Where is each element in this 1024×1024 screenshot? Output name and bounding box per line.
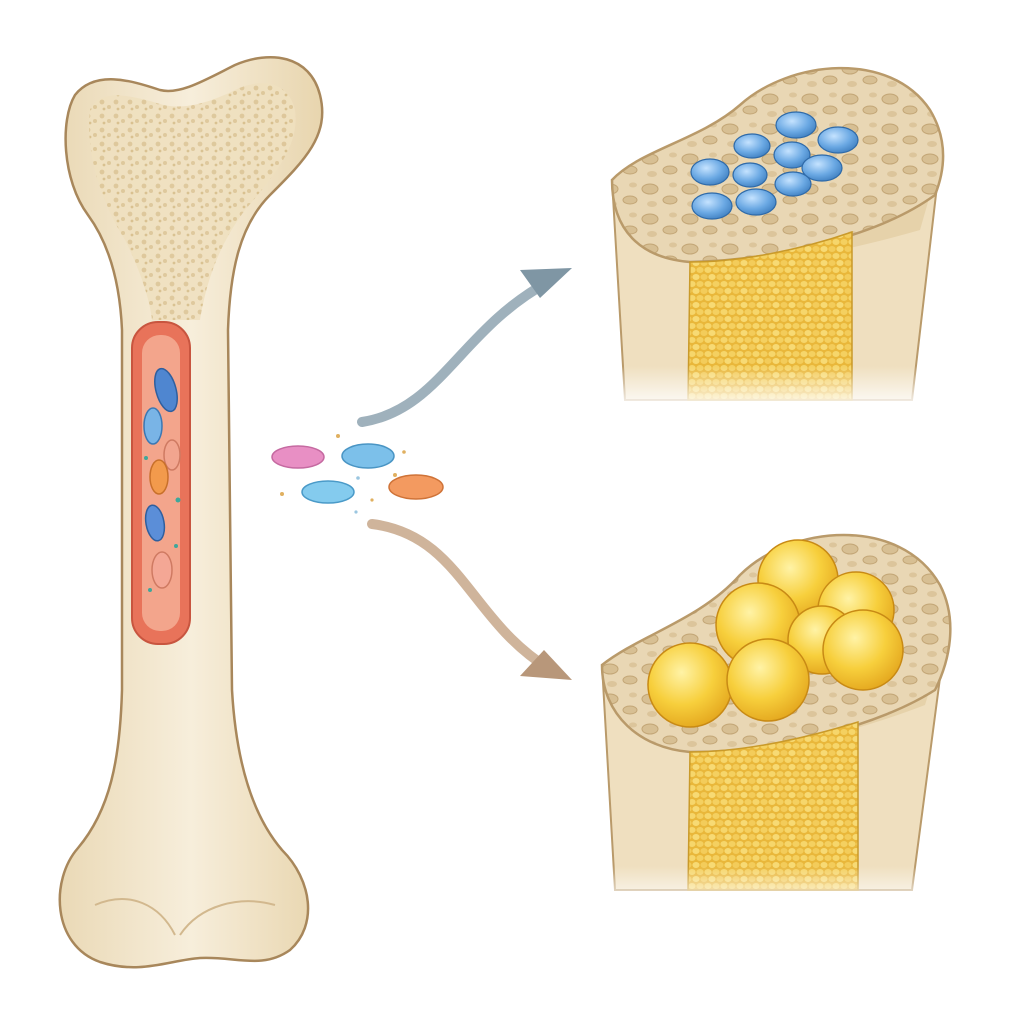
marrow-speck [144,456,148,460]
arrow-to-upper [357,268,572,427]
fat-cell [726,638,810,722]
stem-cell-orange [388,474,444,500]
marrow-cell-blue [154,367,178,413]
marrow-cells [143,367,181,592]
cell-speck [356,476,360,480]
blue-cell [690,158,730,186]
stem-cell-blue [341,443,395,469]
blue-cell-cluster [690,111,859,220]
blue-cell [774,171,812,197]
cell-speck [370,498,374,502]
arrow-head-upper [520,268,572,298]
marrow-speck [174,544,178,548]
fat-cell [822,609,904,691]
cell-speck [336,434,340,438]
arrow-to-lower [367,519,572,680]
marrow-cell-blue [143,407,163,445]
fade-upper [600,300,950,410]
bone-outline [58,56,324,969]
marrow-cell-blue [144,504,166,542]
blue-cell [691,192,733,220]
cell-speck [280,492,284,496]
marrow-cell-pink [163,439,181,471]
cell-speck [402,450,406,454]
blue-cell [801,154,843,182]
fat-cell [647,642,733,728]
arrow-head-lower [520,650,572,680]
released-cells [271,434,444,514]
spongy-bone-top [89,83,296,320]
bone-section-lower [600,533,952,910]
bone-condyle-lines [94,898,276,936]
marrow-cell-pink [151,551,173,589]
marrow-speck [148,588,152,592]
blue-cell [817,126,859,154]
stem-cell-pink [271,445,325,469]
fat-cell-cluster [647,539,904,728]
long-bone [58,56,324,969]
bone-section-upper [600,66,950,410]
cell-speck [393,473,397,477]
marrow-cell-orange [149,459,169,495]
fade-lower [600,800,950,910]
blue-cell [733,133,771,159]
blue-cell [732,162,768,188]
stem-cell-blue [301,480,355,504]
cell-speck [354,510,358,514]
blue-cell [773,141,811,169]
marrow-speck [175,497,181,503]
blue-cell [775,111,817,139]
blue-cell [735,188,777,216]
